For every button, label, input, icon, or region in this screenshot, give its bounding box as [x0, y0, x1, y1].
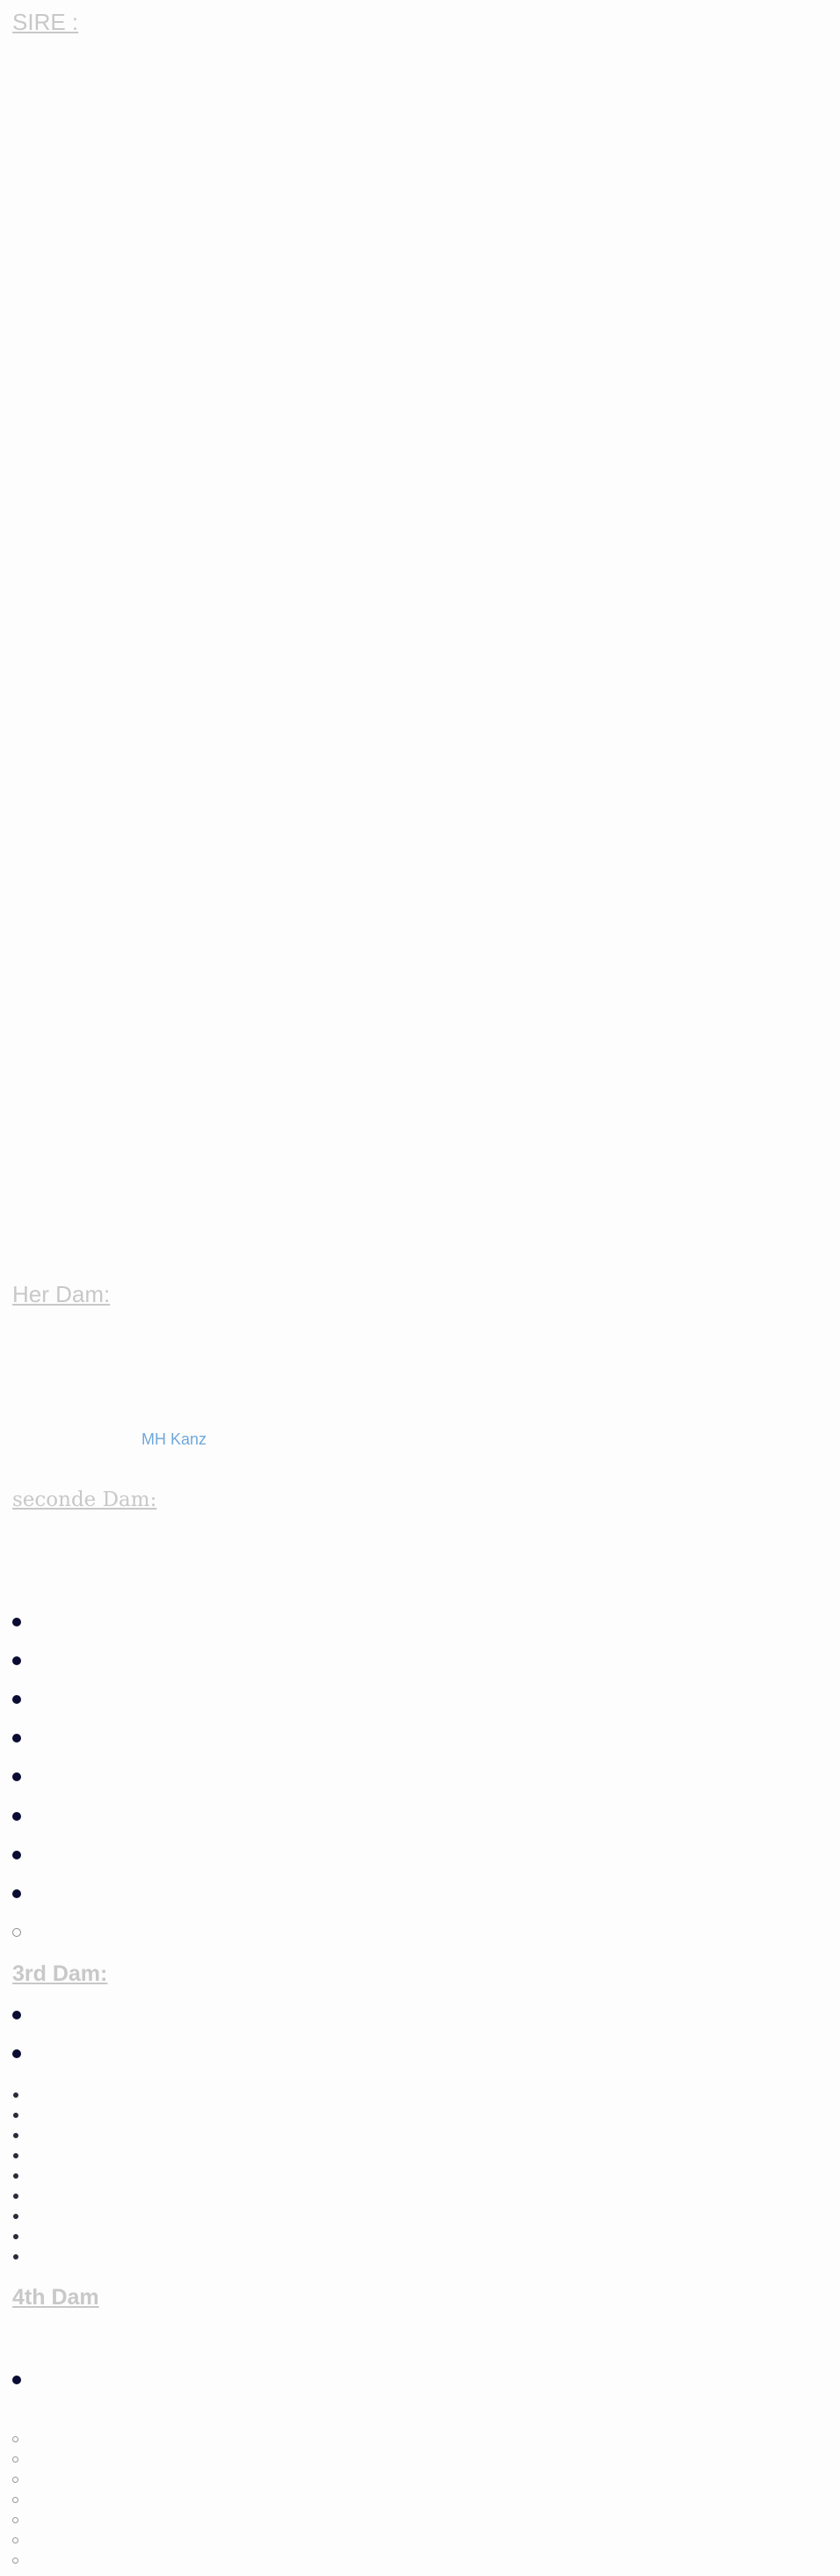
list-item: [12, 2456, 18, 2463]
list-item: [13, 2133, 18, 2138]
list-item: [13, 2194, 18, 2199]
list-item: [12, 1928, 21, 1937]
list-item: [13, 2092, 18, 2098]
second-dam-heading: seconde Dam:: [12, 1488, 157, 1511]
list-item: [12, 1656, 21, 1665]
list-item: [12, 1695, 21, 1704]
list-item: [12, 2011, 21, 2019]
mh-kanz-link[interactable]: MH Kanz: [141, 1430, 207, 1448]
list-item: [13, 2234, 18, 2239]
list-item: [13, 2214, 18, 2219]
list-item: [13, 2173, 18, 2179]
list-item: [12, 2436, 18, 2442]
list-item: [13, 2153, 18, 2158]
list-item: [12, 1851, 21, 1859]
list-item: [12, 2558, 18, 2564]
list-item: [12, 1889, 21, 1898]
list-item: [12, 2477, 18, 2483]
fourth-dam-heading: 4th Dam: [12, 2285, 99, 2310]
list-item: [12, 2537, 18, 2543]
sire-heading: SIRE :: [12, 9, 79, 35]
list-item: [12, 1618, 21, 1626]
list-item: [12, 2497, 18, 2503]
third-dam-heading: 3rd Dam:: [12, 1961, 108, 1986]
list-item: [13, 2113, 18, 2118]
list-item: [12, 2049, 21, 2058]
list-item: [12, 1812, 21, 1821]
list-item: [12, 2517, 18, 2523]
her-dam-heading: Her Dam:: [12, 1281, 111, 1307]
list-item: [12, 1734, 21, 1743]
list-item: [12, 2376, 21, 2384]
list-item: [12, 1772, 21, 1781]
list-item: [13, 2254, 18, 2259]
